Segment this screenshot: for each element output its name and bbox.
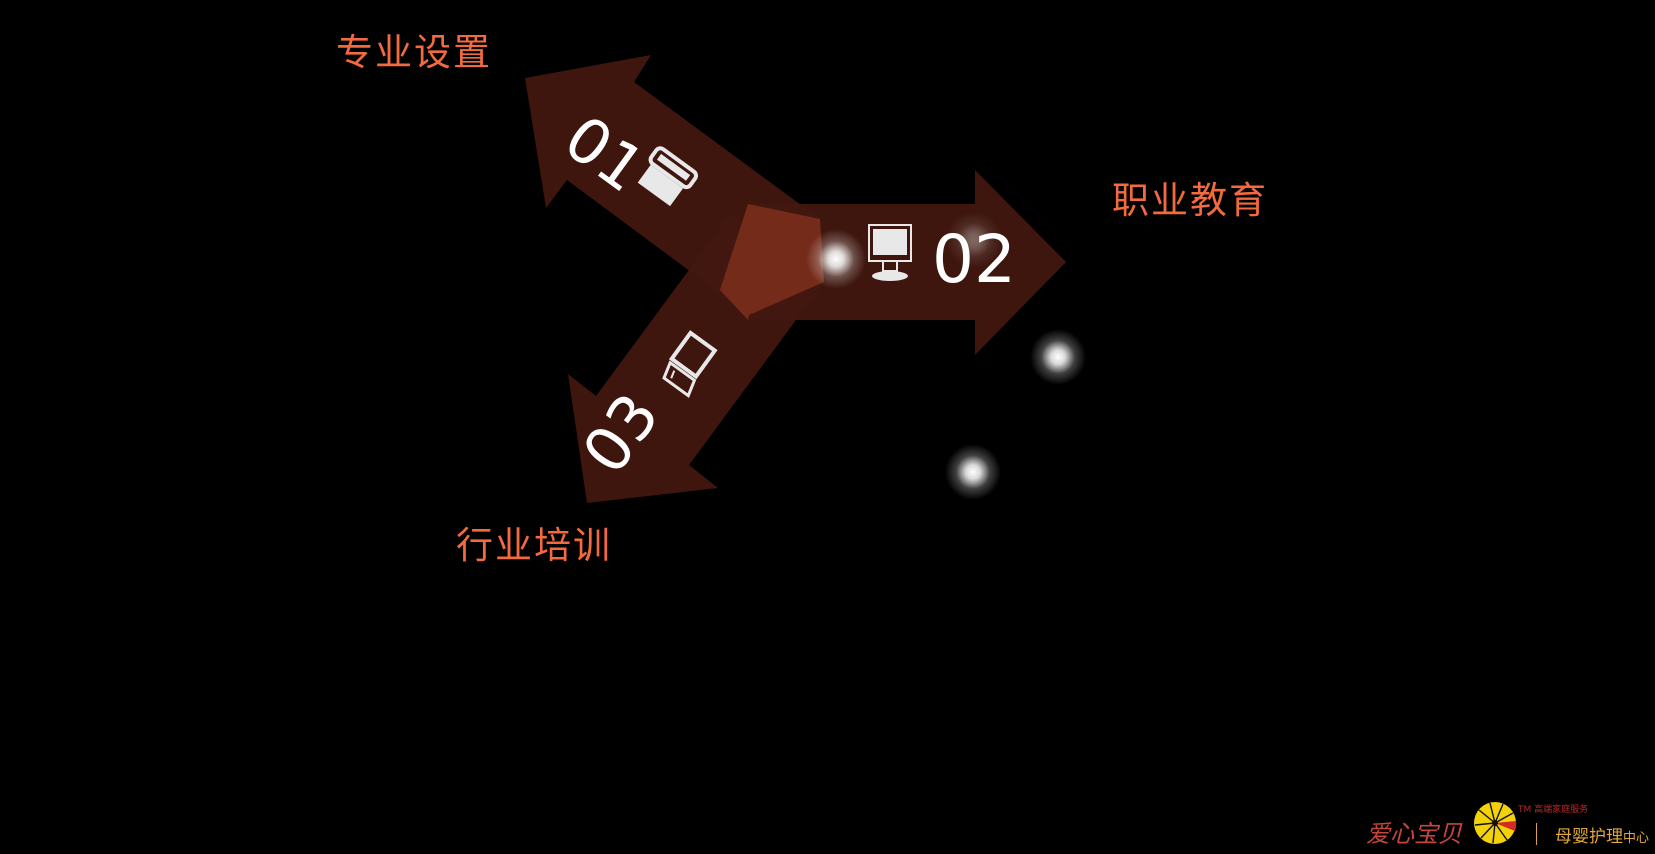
footer-divider — [1536, 823, 1537, 845]
center-name-main: 母婴护理 — [1555, 827, 1623, 847]
item-number-02: 02 — [932, 221, 1016, 298]
computer-monitor-icon — [868, 224, 912, 281]
brand-logo — [1474, 802, 1517, 844]
footer-branding: 爱心宝贝 TM 高端家庭服务 母婴护理中心 — [1360, 800, 1650, 850]
item-label-02: 职业教育 — [1112, 179, 1268, 222]
arrow-overlap — [720, 204, 824, 320]
laptop-icon — [662, 330, 718, 398]
item-label-03: 行业培训 — [456, 524, 612, 567]
item-label-01: 专业设置 — [336, 31, 492, 74]
glow-dot — [946, 212, 1002, 268]
glow-dot — [945, 444, 1001, 500]
glow-dot — [806, 229, 866, 289]
center-name-suffix: 中心 — [1623, 831, 1650, 846]
printer-icon — [637, 146, 699, 207]
brand-tagline: TM 高端家庭服务 — [1518, 805, 1589, 815]
center-name: 母婴护理中心 — [1555, 822, 1649, 847]
glow-dot — [1030, 329, 1086, 385]
brand-name: 爱心宝贝 — [1366, 820, 1462, 848]
